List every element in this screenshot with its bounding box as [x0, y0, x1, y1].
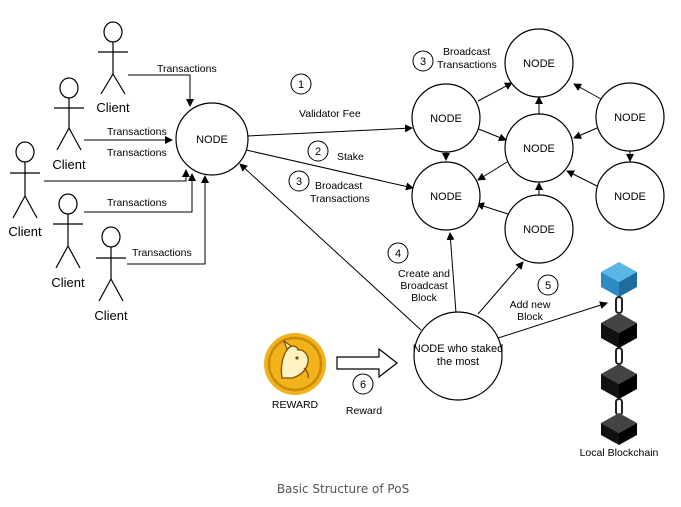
client-label-1: Client	[96, 100, 130, 115]
step-3-main-line1: Broadcast	[315, 180, 362, 192]
node-left-upper-label: NODE	[430, 113, 462, 125]
edge-mid-to-left-lower	[477, 161, 508, 181]
step-3-number-main: 3	[296, 176, 302, 188]
step-3-network-line2: Transactions	[437, 59, 497, 71]
step-6-number: 6	[360, 379, 366, 391]
node-bottom-right-label: NODE	[614, 191, 646, 203]
client-label-4: Client	[51, 275, 85, 290]
tx-label-1: Transactions	[157, 63, 217, 75]
edge-stake	[245, 149, 414, 191]
node-right-label: NODE	[614, 112, 646, 124]
tx-label-4: Transactions	[107, 197, 167, 209]
tx-connector-5	[127, 175, 209, 265]
step-1-label: Validator Fee	[299, 108, 361, 120]
step-4-line1: Create and	[398, 268, 450, 280]
step-2-label: Stake	[337, 151, 364, 163]
edge-right-to-top	[573, 83, 602, 100]
tx-connector-3	[44, 169, 190, 182]
tx-label-3: Transactions	[107, 147, 167, 159]
step-1-circle	[290, 73, 312, 95]
reward-coin-icon	[264, 333, 326, 395]
edge-bottom-to-left-lower	[476, 202, 509, 215]
client-label-3: Client	[8, 224, 42, 239]
tx-connector-4	[84, 173, 196, 213]
reward-label: REWARD	[272, 399, 319, 411]
step-5-line2: Block	[517, 311, 543, 323]
node-mid	[504, 113, 574, 183]
node-staker-label-line2: the most	[437, 356, 479, 368]
node-staker	[413, 311, 503, 401]
step-6-label: Reward	[346, 405, 382, 417]
step-4-line2: Broadcast	[400, 280, 447, 292]
tx-connector-1	[128, 74, 194, 107]
client-figure-2	[54, 77, 84, 151]
step-3-circle-main	[288, 170, 310, 192]
step-4-line3: Block	[411, 292, 437, 304]
node-top-label: NODE	[523, 58, 555, 70]
client-figure-3	[10, 141, 40, 219]
step-5-line1: Add new	[510, 299, 551, 311]
figure-caption: Basic Structure of PoS	[277, 482, 409, 496]
tx-label-2: Transactions	[107, 126, 167, 138]
node-bottom-right	[595, 161, 665, 231]
step-3-circle-network	[412, 50, 434, 72]
edge-validator-fee	[246, 124, 413, 137]
step-4-circle	[387, 242, 409, 264]
edge-staker-to-chain	[491, 301, 608, 341]
tx-label-5: Transactions	[132, 247, 192, 259]
edge-staker-to-left-lower	[446, 232, 457, 314]
edge-left-upper-to-top	[477, 82, 513, 102]
client-figure-5	[96, 226, 126, 302]
blockchain-label: Local Blockchain	[580, 447, 659, 459]
node-left-upper	[411, 83, 481, 153]
edge-bottom-right-to-mid	[566, 170, 598, 187]
edge-left-upper-to-mid	[475, 127, 507, 142]
client-figure-4	[53, 193, 83, 269]
reward-arrow	[336, 347, 398, 379]
step-2-circle	[307, 140, 329, 162]
blockchain-icon	[601, 262, 637, 445]
client-figure-1	[98, 21, 128, 95]
step-4-number: 4	[395, 248, 401, 260]
node-bottom-label: NODE	[523, 224, 555, 236]
step-2-number: 2	[315, 146, 321, 158]
edge-staker-to-main	[239, 163, 422, 331]
client-label-2: Client	[52, 157, 86, 172]
node-staker-label-line1: NODE who staked	[413, 343, 503, 355]
step-3-number-network: 3	[420, 56, 426, 68]
node-left-lower-label: NODE	[430, 191, 462, 203]
step-5-circle	[537, 274, 559, 296]
step-5-number: 5	[545, 280, 551, 292]
node-left-lower	[411, 161, 481, 231]
step-1-number: 1	[298, 79, 304, 91]
node-top	[504, 28, 574, 98]
node-bottom	[504, 194, 574, 264]
step-6-circle	[352, 373, 374, 395]
edge-right-to-mid	[573, 127, 598, 139]
step-3-network-line1: Broadcast	[443, 46, 490, 58]
step-3-main-line2: Transactions	[310, 193, 370, 205]
node-right	[595, 82, 665, 152]
client-label-5: Client	[94, 308, 128, 323]
edge-staker-to-bottom	[477, 261, 524, 315]
node-mid-label: NODE	[523, 143, 555, 155]
main-node-label: NODE	[196, 134, 228, 146]
main-node	[175, 102, 249, 176]
